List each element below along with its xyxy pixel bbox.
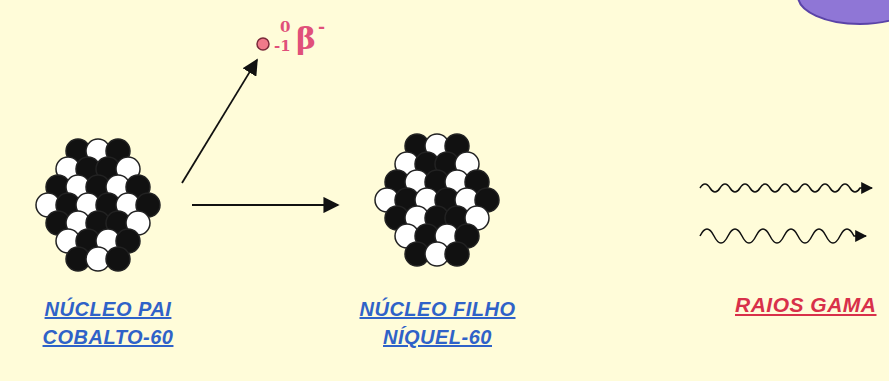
gamma-label: RAIOS GAMA <box>735 292 877 318</box>
nucleus-node: NÚCLEO FILHO NÍQUEL-60 <box>340 125 535 357</box>
nucleus-node: NÚCLEO PAI COBALTO-60 <box>28 125 188 357</box>
particle-dot <box>257 38 269 50</box>
gamma-ray <box>700 229 866 243</box>
beta-particle: 0 -1 β- <box>254 20 364 62</box>
purple-blob <box>798 0 889 24</box>
daughter-nucleus <box>375 134 499 266</box>
particle-symbol: - <box>318 18 325 35</box>
particle-symbol: -1 <box>274 39 291 54</box>
particle-symbol: β <box>296 24 316 54</box>
particle-symbol: 0 <box>280 20 290 35</box>
arrow-connector <box>192 204 338 206</box>
nucleus-label: NÚCLEO FILHO NÍQUEL-60 <box>344 295 531 351</box>
arrow-connector <box>182 60 257 183</box>
parent-nucleus <box>36 139 160 271</box>
particle-dot <box>254 20 274 62</box>
gamma-ray <box>700 184 872 192</box>
nucleus-label: NÚCLEO PAI COBALTO-60 <box>32 295 184 351</box>
